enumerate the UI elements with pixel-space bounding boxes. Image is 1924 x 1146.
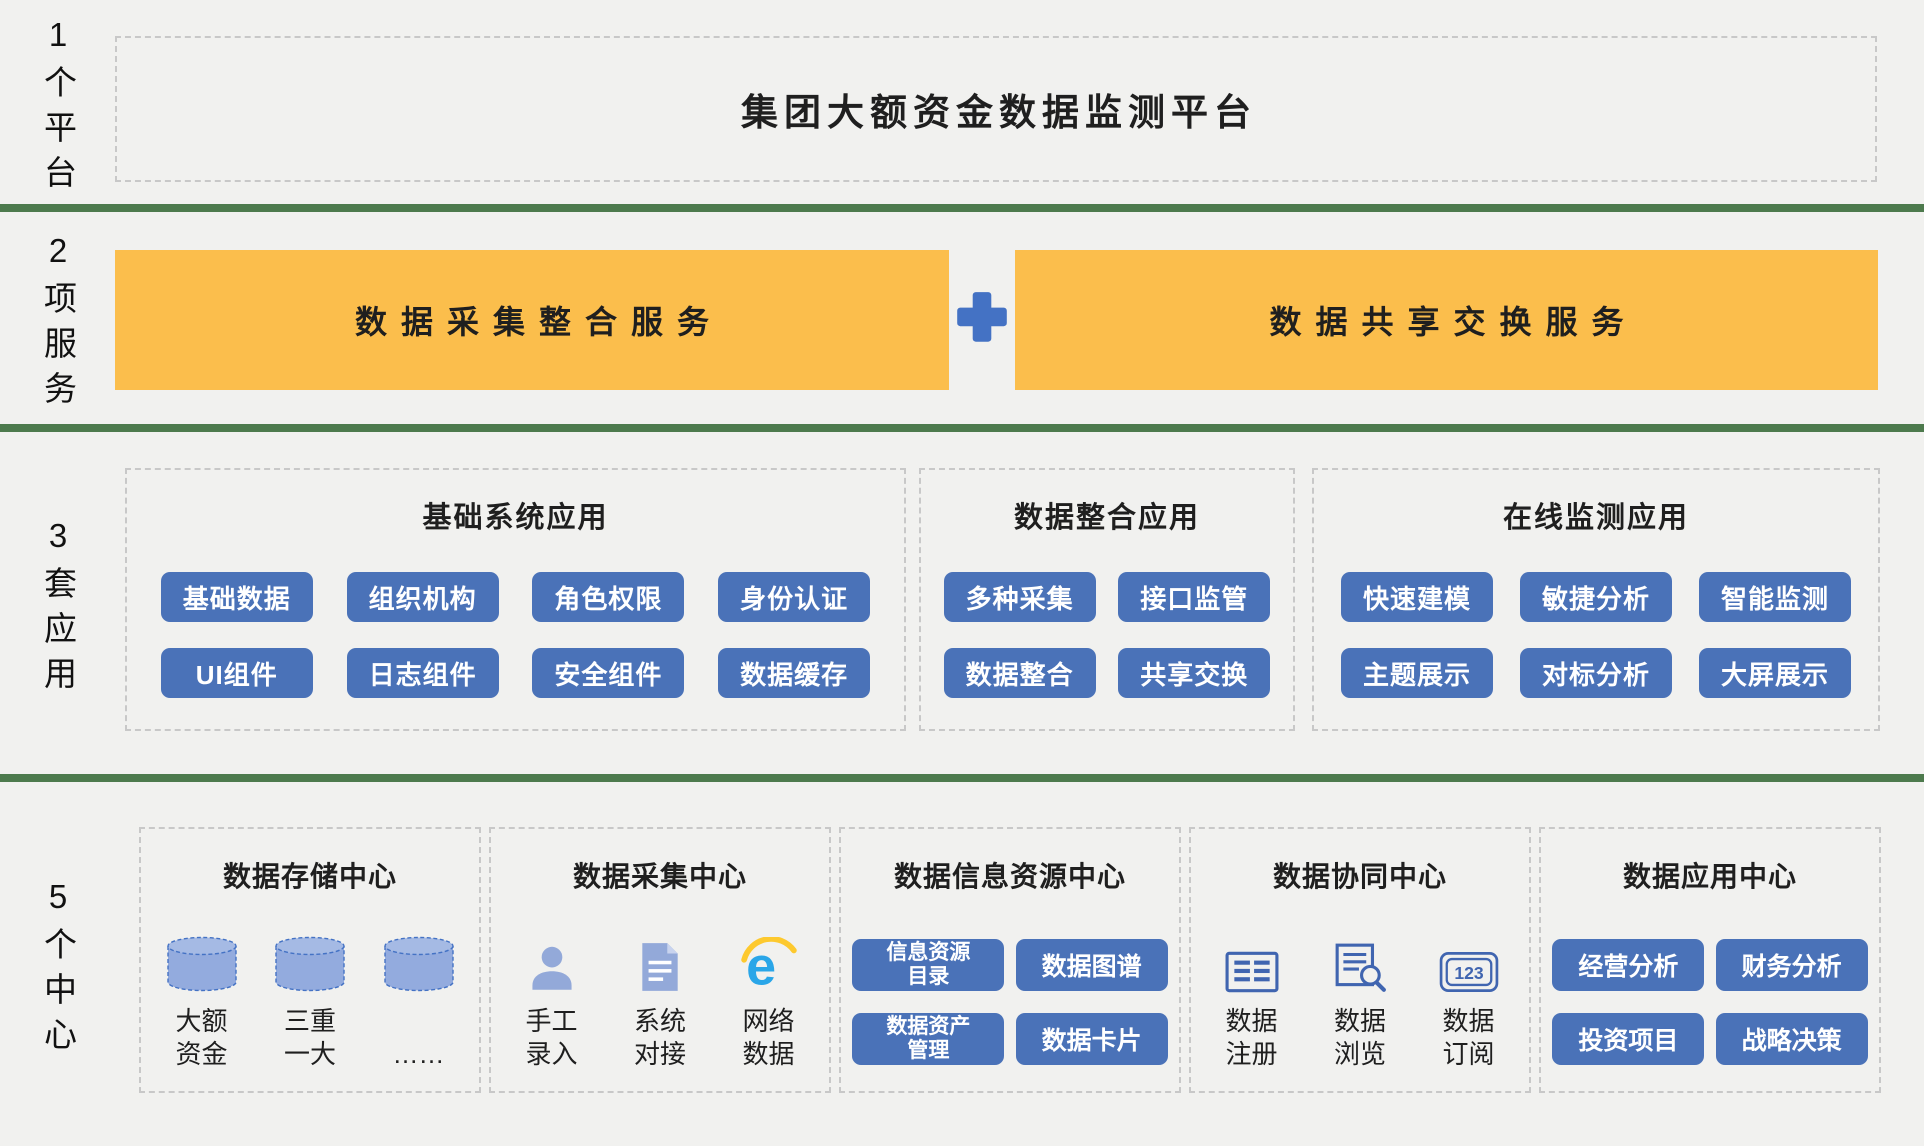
app-title: 在线监测应用: [1502, 502, 1689, 534]
center-box-storage: 数据存储中心 大额 资金: [139, 827, 481, 1093]
database-icon: [165, 933, 239, 993]
center-button: 投资项目: [1552, 1013, 1705, 1065]
rail-label-services: 2项服务: [39, 232, 77, 416]
app-button: UI组件: [160, 648, 313, 698]
storage-item: 大额 资金: [154, 933, 250, 1071]
center-title: 数据存储中心: [222, 861, 397, 892]
database-icon: [273, 933, 347, 993]
rail-label-centers: 5个中心: [39, 878, 77, 1062]
center-title: 数据应用中心: [1622, 861, 1797, 892]
center-button: 信息资源 目录: [852, 939, 1005, 991]
platform-title: 集团大额资金数据监测平台: [741, 92, 1257, 133]
rail-services: 2项服务: [0, 212, 115, 424]
center-button: 战略决策: [1715, 1013, 1868, 1065]
app-button: 敏捷分析: [1520, 572, 1672, 622]
platform-box: 集团大额资金数据监测平台: [115, 36, 1877, 182]
rail-applications: 3套应用: [0, 432, 115, 774]
collaboration-label: 数据 注册: [1225, 1006, 1278, 1069]
center-button: 财务分析: [1715, 939, 1868, 991]
app-button: 基础数据: [160, 572, 313, 622]
band-applications: 3套应用 基础系统应用 基础数据 组织机构 角色权限 身份认证 UI组件 日志组…: [0, 432, 1924, 774]
app-button: 接口监管: [1118, 572, 1271, 622]
app-button: 对标分析: [1520, 648, 1672, 698]
app-button: 智能监测: [1699, 572, 1851, 622]
storage-label: 大额 资金: [175, 1006, 228, 1069]
center-box-application: 数据应用中心 经营分析 财务分析 投资项目 战略决策: [1539, 827, 1881, 1093]
center-box-collection: 数据采集中心 手工 录入: [489, 827, 831, 1093]
collaboration-item: 123 数据 订阅: [1421, 933, 1517, 1071]
center-box-info-resource: 数据信息资源中心 信息资源 目录 数据图谱 数据资产 管理 数据卡片: [839, 827, 1181, 1093]
app-button: 身份认证: [718, 572, 871, 622]
center-title: 数据采集中心: [572, 861, 747, 892]
collaboration-item: 数据 注册: [1204, 933, 1300, 1071]
person-icon: [527, 933, 577, 993]
app-button: 多种采集: [943, 572, 1096, 622]
collection-item: 手工 录入: [504, 933, 600, 1071]
center-button: 数据资产 管理: [852, 1013, 1005, 1065]
band-platform: 1个平台 集团大额资金数据监测平台: [0, 0, 1924, 204]
center-box-collaboration: 数据协同中心: [1189, 827, 1531, 1093]
app-button: 日志组件: [346, 648, 499, 698]
ie-browser-icon: e: [740, 933, 797, 993]
app-box-basic-system: 基础系统应用 基础数据 组织机构 角色权限 身份认证 UI组件 日志组件 安全组…: [125, 468, 906, 731]
center-button: 数据图谱: [1015, 939, 1168, 991]
document-icon: [638, 933, 682, 993]
storage-item: 三重 一大: [262, 933, 358, 1071]
green-divider-2: [0, 424, 1924, 432]
collection-item: e 网络 数据: [721, 933, 817, 1071]
service-box-exchange: 数据共享交换服务: [1015, 250, 1878, 390]
storage-label: 三重 一大: [283, 1006, 336, 1069]
database-icon: [382, 933, 456, 993]
app-button: 快速建模: [1341, 572, 1493, 622]
storage-item: ……: [371, 933, 467, 1071]
app-button: 主题展示: [1341, 648, 1493, 698]
band-centers: 5个中心 数据存储中心 大额 资金: [0, 782, 1924, 1146]
app-button: 安全组件: [532, 648, 685, 698]
rail-centers: 5个中心: [0, 782, 115, 1146]
app-button: 组织机构: [346, 572, 499, 622]
svg-text:123: 123: [1454, 963, 1484, 983]
storage-label: ……: [392, 1038, 445, 1069]
app-button: 角色权限: [532, 572, 685, 622]
app-box-online-monitoring: 在线监测应用 快速建模 敏捷分析 智能监测 主题展示 对标分析 大屏展示: [1312, 468, 1880, 731]
plus-icon: [949, 250, 1015, 390]
app-button: 共享交换: [1118, 648, 1271, 698]
rail-label-applications: 3套应用: [39, 517, 77, 701]
app-button: 数据缓存: [718, 648, 871, 698]
collaboration-label: 数据 订阅: [1442, 1006, 1495, 1069]
collaboration-item: 数据 浏览: [1312, 933, 1408, 1071]
doc-search-icon: [1333, 933, 1387, 993]
numbers-123-icon: 123: [1439, 933, 1499, 993]
service-box-collection: 数据采集整合服务: [115, 250, 949, 390]
band-services: 2项服务 数据采集整合服务 数据共享交换服务: [0, 212, 1924, 424]
green-divider-3: [0, 774, 1924, 782]
table-icon: [1225, 933, 1279, 993]
center-button: 数据卡片: [1015, 1013, 1168, 1065]
collection-label: 网络 数据: [742, 1006, 795, 1069]
app-button: 大屏展示: [1699, 648, 1851, 698]
app-title: 数据整合应用: [1013, 502, 1200, 534]
collection-item: 系统 对接: [612, 933, 708, 1071]
center-button: 经营分析: [1552, 939, 1705, 991]
collection-label: 手工 录入: [525, 1006, 578, 1069]
collection-label: 系统 对接: [633, 1006, 686, 1069]
app-box-data-integration: 数据整合应用 多种采集 接口监管 数据整合 共享交换: [919, 468, 1295, 731]
app-button: 数据整合: [943, 648, 1096, 698]
center-title: 数据协同中心: [1272, 861, 1447, 892]
rail-label-platform: 1个平台: [39, 16, 77, 200]
collaboration-label: 数据 浏览: [1333, 1006, 1386, 1069]
green-divider-1: [0, 204, 1924, 212]
app-title: 基础系统应用: [422, 502, 609, 534]
center-title: 数据信息资源中心: [893, 861, 1126, 892]
rail-platform: 1个平台: [0, 0, 115, 204]
